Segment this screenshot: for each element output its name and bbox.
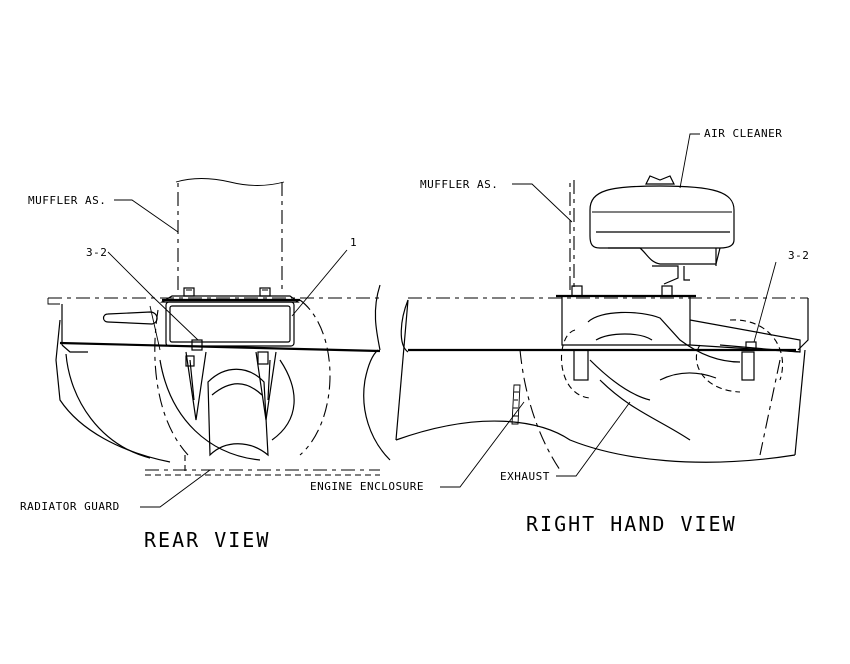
rear-mount-bracket [159, 287, 300, 351]
rear-muffler-stack [175, 178, 285, 290]
right-view [395, 133, 809, 488]
exhaust-label: EXHAUST [500, 470, 550, 483]
right-view-title: RIGHT HAND VIEW [526, 512, 737, 536]
right-exhaust-pipe [560, 311, 784, 441]
right-muffler-stack [569, 178, 575, 290]
right-leaders [440, 133, 777, 488]
right-callout-3-2: 3-2 [788, 249, 809, 262]
rear-view [47, 178, 391, 508]
rear-callout-1: 1 [350, 236, 357, 249]
radiator-guard-label: RADIATOR GUARD [20, 500, 120, 513]
right-muffler-label: MUFFLER AS. [420, 178, 498, 191]
right-mount-bracket [556, 285, 801, 381]
rear-engine-enclosure [47, 284, 391, 476]
air-cleaner [589, 175, 735, 285]
rear-muffler-label: MUFFLER AS. [28, 194, 106, 207]
rear-leaders [107, 199, 348, 508]
rear-view-title: REAR VIEW [144, 528, 270, 552]
rear-exhaust-outlet [185, 351, 277, 457]
rear-callout-3-2: 3-2 [86, 246, 107, 259]
engine-enclosure-label: ENGINE ENCLOSURE [310, 480, 424, 493]
right-engine-enclosure [395, 297, 809, 471]
air-cleaner-label: AIR CLEANER [704, 127, 782, 140]
